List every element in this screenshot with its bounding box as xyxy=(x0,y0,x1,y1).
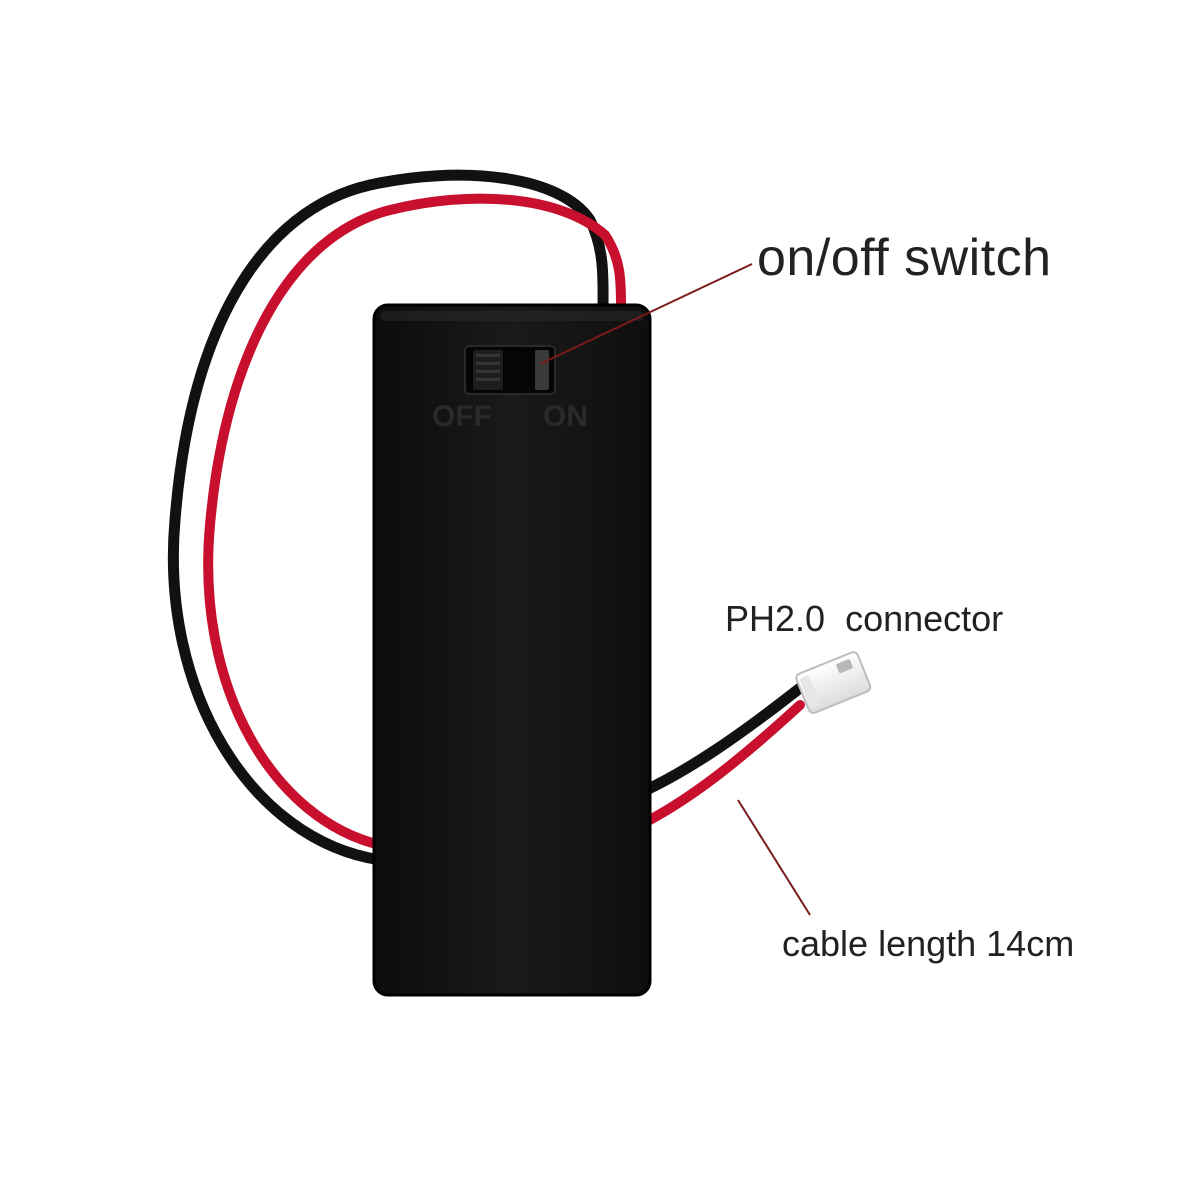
slide-switch xyxy=(464,345,556,395)
cable-length-label: cable length 14cm xyxy=(782,923,1075,964)
red-wire-out xyxy=(635,700,805,830)
switch-on-marking: ON xyxy=(543,400,588,433)
switch-off-marking: OFF xyxy=(432,400,492,433)
battery-case xyxy=(372,303,652,997)
connector-model: PH2.0 xyxy=(725,598,826,639)
switch-label: on/off switch xyxy=(757,229,1052,287)
connector-word: connector xyxy=(845,598,1004,639)
cable-callout-line xyxy=(737,799,811,916)
red-wire-loop xyxy=(203,193,627,850)
switch-callout-line xyxy=(539,263,753,365)
ph2-connector xyxy=(795,651,872,714)
connector-label: PH2.0 connector xyxy=(725,598,1003,640)
black-wire-out xyxy=(634,682,806,799)
